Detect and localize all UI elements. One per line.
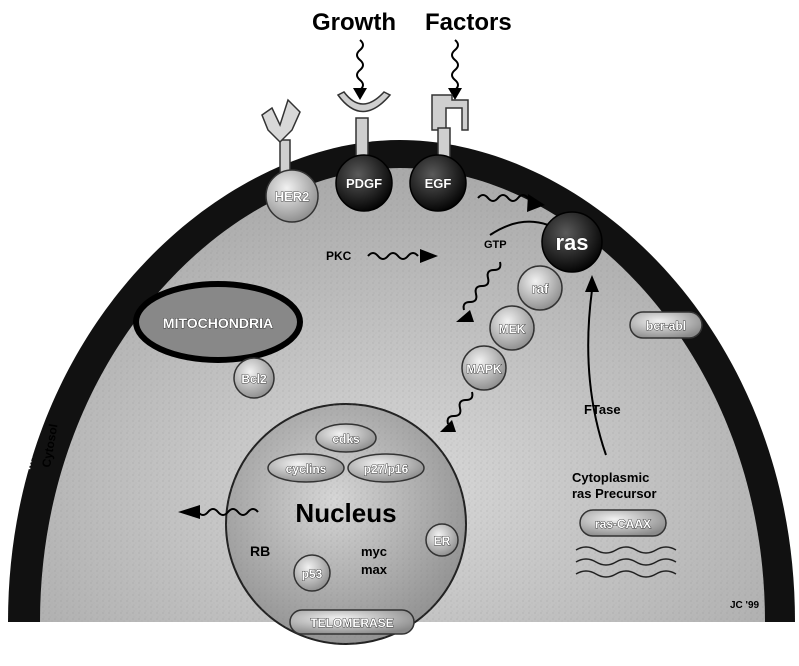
growth-title: Growth (312, 9, 396, 36)
credit-label: JC '99 (730, 600, 760, 611)
mitochondria-label: MITOCHONDRIA (163, 315, 273, 331)
max-label: max (361, 562, 388, 577)
p53-label: p53 (302, 567, 323, 581)
rb-label: RB (250, 543, 270, 559)
raf-label: raf (532, 281, 549, 296)
ras-label: ras (555, 230, 588, 255)
bcl2-label: Bcl2 (241, 372, 267, 386)
p27-p16-label: p27/p16 (364, 462, 409, 476)
factors-title: Factors (425, 9, 512, 36)
mek-label: MEK (499, 322, 526, 336)
bcr-abl-label: bcr-abl (646, 319, 686, 333)
cytoplasmic-precursor-label-line2: ras Precursor (572, 486, 657, 501)
ftase-label: FTase (584, 402, 621, 417)
pkc-label: PKC (326, 249, 352, 263)
nucleus-label: Nucleus (295, 498, 396, 528)
mapk-label: MAPK (466, 362, 502, 376)
pdgf-label: PDGF (346, 176, 382, 191)
telomerase-label: TELOMERASE (310, 616, 393, 630)
egf-label: EGF (425, 176, 452, 191)
er-label: ER (434, 534, 451, 548)
cyclins-label: cyclins (286, 462, 327, 476)
ras-caax-label: ras-CAAX (595, 517, 651, 531)
growth-factor-arrow-2 (452, 40, 458, 90)
growth-factor-arrow-1 (357, 40, 363, 90)
cytoplasmic-precursor-label-line1: Cytoplasmic (572, 470, 649, 485)
cdks-label: cdks (332, 432, 360, 446)
her2-label: HER2 (275, 189, 310, 204)
gtp-label: GTP (484, 239, 507, 251)
myc-label: myc (361, 544, 387, 559)
